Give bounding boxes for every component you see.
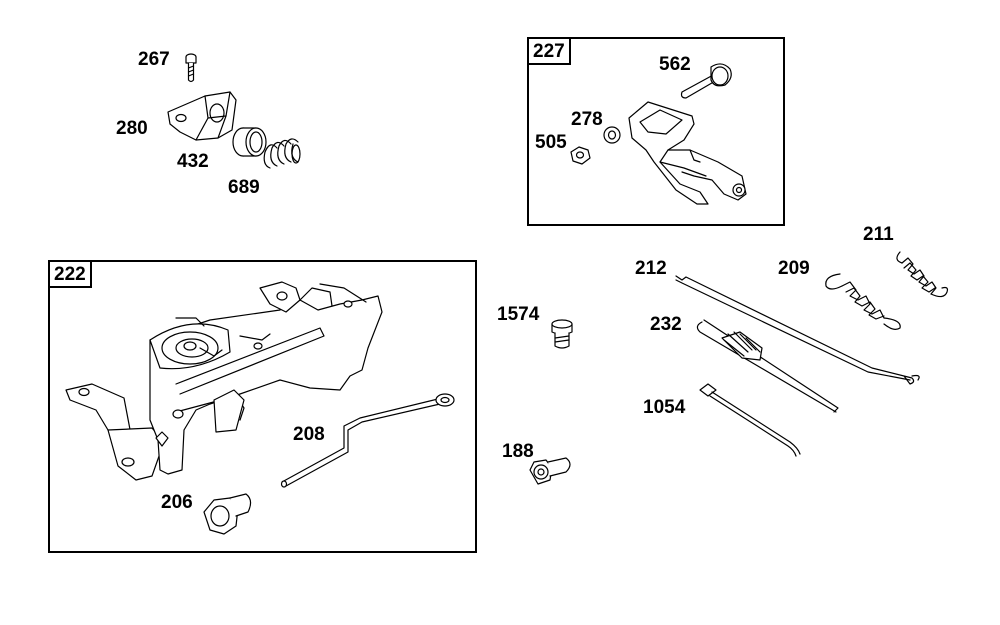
assembly-box-227 [527, 37, 785, 226]
spring-689-drawing [263, 138, 301, 169]
callout-278: 278 [571, 109, 603, 130]
callout-1054: 1054 [643, 397, 686, 418]
callout-562: 562 [659, 54, 691, 75]
spring-211-drawing [896, 251, 949, 298]
rod-212-drawing [675, 275, 920, 385]
callout-232: 232 [650, 314, 682, 335]
callout-206: 206 [161, 492, 193, 513]
bracket-280-drawing [167, 91, 237, 141]
cable-tie-1054-drawing [699, 383, 801, 457]
callout-280: 280 [116, 118, 148, 139]
throttle-bracket-222-drawing [65, 281, 383, 481]
callout-212: 212 [635, 258, 667, 279]
callout-505: 505 [535, 132, 567, 153]
knob-206-drawing [203, 493, 252, 535]
collar-432-drawing [232, 127, 267, 157]
callout-188: 188 [502, 441, 534, 462]
rod-208-drawing [280, 393, 455, 488]
callout-209: 209 [778, 258, 810, 279]
bolt-1574-drawing [551, 319, 573, 349]
assembly-tag-222: 222 [48, 260, 92, 288]
assembly-tag-227: 227 [527, 37, 571, 65]
callout-1574: 1574 [497, 304, 540, 325]
bolt-188-drawing [529, 457, 571, 485]
callout-689: 689 [228, 177, 260, 198]
rod-232-drawing [696, 319, 839, 413]
callout-208: 208 [293, 424, 325, 445]
callout-211: 211 [863, 224, 894, 245]
spring-209-drawing [825, 273, 901, 330]
callout-267: 267 [138, 49, 170, 70]
callout-432: 432 [177, 151, 209, 172]
control-bracket-227-drawing [570, 63, 747, 205]
screw-267-drawing [185, 53, 197, 83]
assembly-box-222 [48, 260, 477, 553]
